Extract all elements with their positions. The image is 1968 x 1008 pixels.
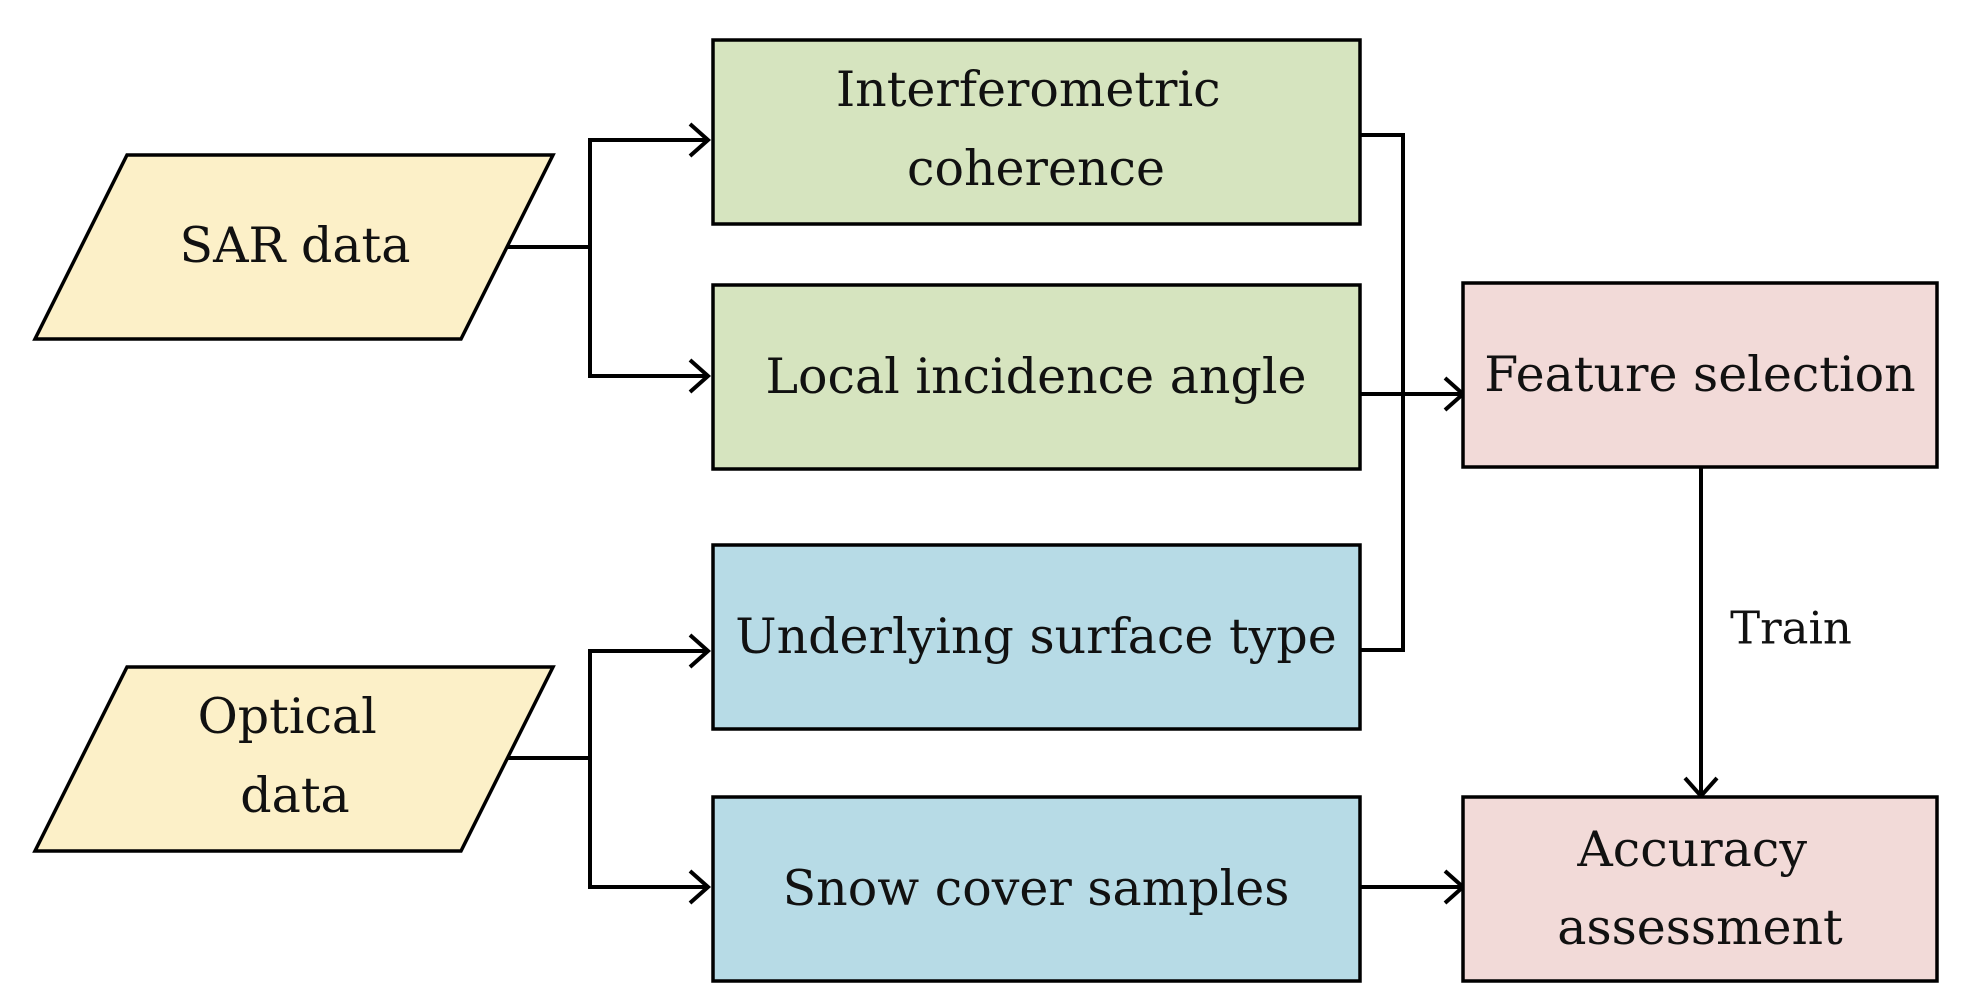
accuracy-assessment-label-line-1: Accuracy bbox=[1576, 821, 1807, 878]
snow-cover-samples-label-line-1: Snow cover samples bbox=[783, 860, 1290, 917]
underlying-surface-type-label: Underlying surface type bbox=[735, 608, 1336, 665]
arrowhead-coherence bbox=[688, 122, 712, 158]
node-accuracy-assessment: Accuracy assessment bbox=[1461, 795, 1939, 983]
node-underlying-surface-type: Underlying surface type bbox=[711, 543, 1362, 731]
local-incidence-angle-label: Local incidence angle bbox=[765, 348, 1306, 405]
optical-data-label: Optical data bbox=[198, 688, 393, 824]
arrowhead-incidence-angle bbox=[688, 358, 712, 394]
edge-sar-data-to-coherence bbox=[588, 138, 706, 247]
interferometric-coherence-label-line-1: Interferometric bbox=[836, 61, 1221, 118]
underlying-surface-type-label-line-1: Underlying surface type bbox=[735, 608, 1336, 665]
optical-data-label-line-2: data bbox=[240, 767, 349, 824]
edge-sar-data-to-incidence-angle bbox=[588, 247, 706, 378]
sar-data-label: SAR data bbox=[180, 217, 411, 274]
optical-data-shape bbox=[32, 665, 556, 853]
feature-selection-label-line-1: Feature selection bbox=[1484, 346, 1915, 403]
interferometric-coherence-label-line-2: coherence bbox=[907, 140, 1165, 197]
node-local-incidence-angle: Local incidence angle bbox=[711, 283, 1362, 471]
node-sar-data: SAR data bbox=[32, 153, 556, 341]
local-incidence-angle-label-line-1: Local incidence angle bbox=[765, 348, 1306, 405]
node-interferometric-coherence: Interferometric coherence bbox=[711, 38, 1362, 226]
interferometric-coherence-label: Interferometric coherence bbox=[836, 61, 1236, 197]
local-incidence-angle-box bbox=[711, 283, 1362, 471]
accuracy-assessment-box bbox=[1461, 795, 1939, 983]
node-optical-data: Optical data bbox=[32, 665, 556, 853]
sar-data-shape bbox=[32, 153, 556, 341]
snow-cover-samples-box bbox=[711, 795, 1362, 983]
optical-data-label-line-1: Optical bbox=[198, 688, 377, 745]
train-edge-label: Train bbox=[1730, 602, 1852, 655]
edge-optical-data-to-surface-type bbox=[588, 649, 706, 758]
arrowhead-snow-samples bbox=[688, 869, 712, 905]
arrowhead-surface-type bbox=[688, 633, 712, 669]
accuracy-assessment-label: Accuracy assessment bbox=[1557, 821, 1843, 956]
interferometric-coherence-box bbox=[711, 38, 1362, 226]
feature-selection-box bbox=[1461, 281, 1939, 469]
connectors bbox=[505, 122, 1719, 905]
sar-data-label-line-1: SAR data bbox=[180, 217, 411, 274]
node-snow-cover-samples: Snow cover samples bbox=[711, 795, 1362, 983]
underlying-surface-type-box bbox=[711, 543, 1362, 731]
feature-selection-label: Feature selection bbox=[1484, 346, 1915, 403]
edge-optical-data-to-snow-samples bbox=[588, 758, 706, 889]
accuracy-assessment-label-line-2: assessment bbox=[1557, 899, 1843, 956]
node-feature-selection: Feature selection bbox=[1461, 281, 1939, 469]
snow-cover-samples-label: Snow cover samples bbox=[783, 860, 1290, 917]
